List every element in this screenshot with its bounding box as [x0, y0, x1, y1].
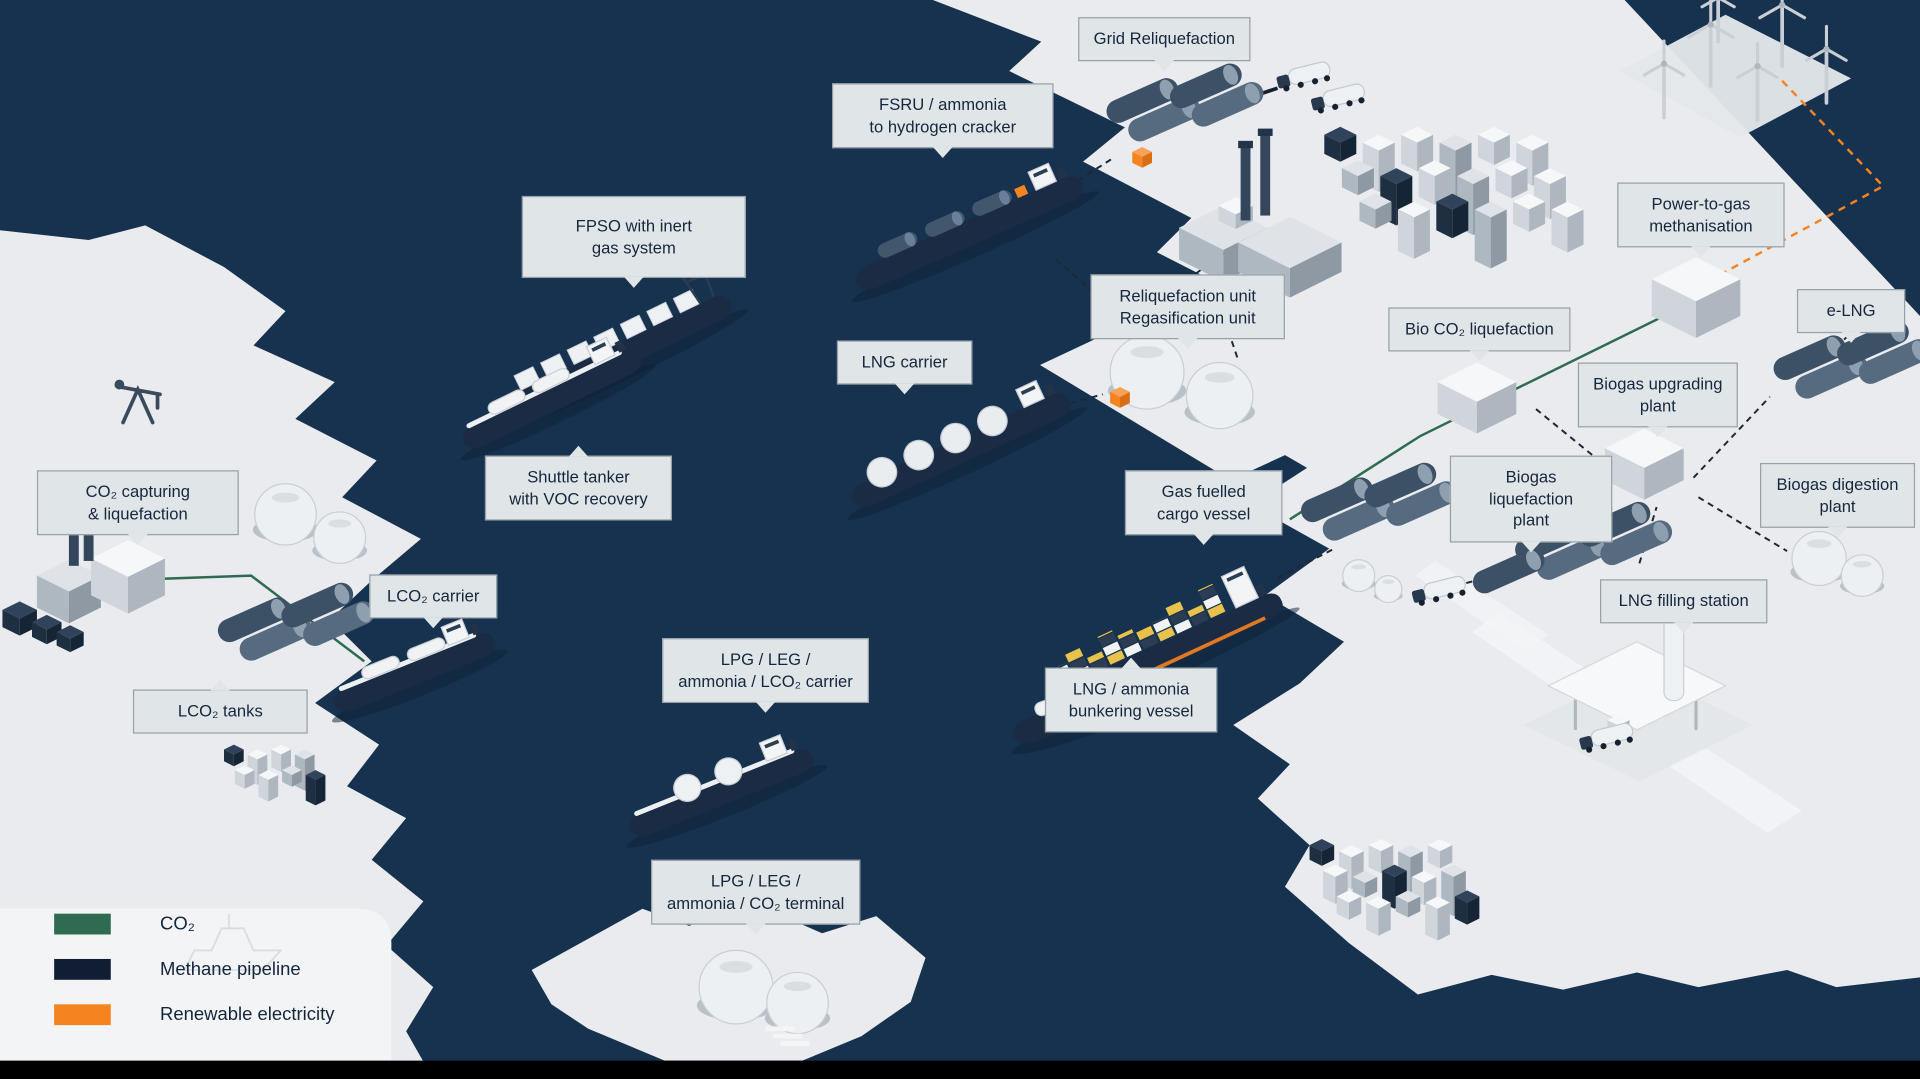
lng-carrier-vessel: [847, 379, 1087, 521]
callout-lco2-carrier: LCO₂ carrier: [369, 574, 498, 628]
wind-island: [1619, 14, 1852, 138]
legend-item-co2: CO₂: [54, 913, 334, 935]
legend-label-renewable: Renewable electricity: [160, 1004, 335, 1026]
legend-label-co2: CO₂: [160, 913, 195, 935]
callout-lng-filling-station: LNG filling station: [1600, 579, 1768, 632]
legend: CO₂ Methane pipeline Renewable electrici…: [54, 913, 335, 1050]
callout-lpg-terminal: LPG / LEG / ammonia / CO₂ terminal: [651, 859, 861, 935]
callout-co2-capturing: CO₂ capturing & liquefaction: [36, 470, 239, 546]
legend-item-renewable: Renewable electricity: [54, 1004, 335, 1026]
callout-fsru-ammonia-cracker: FSRU / ammonia to hydrogen cracker: [832, 83, 1054, 159]
callout-bio-co2-liquefaction: Bio CO₂ liquefaction: [1388, 307, 1571, 361]
callout-lco2-tanks: LCO₂ tanks: [132, 679, 308, 734]
callout-gas-fuelled-cargo: Gas fuelled cargo vessel: [1124, 470, 1283, 546]
legend-swatch-co2: [54, 913, 111, 935]
legend-swatch-methane: [54, 958, 111, 980]
facilities-layer: [2, 0, 1920, 1046]
callout-shuttle-tanker: Shuttle tanker with VOC recovery: [484, 445, 673, 521]
legend-swatch-renewable: [54, 1004, 111, 1026]
callout-grid-reliquefaction: Grid Reliquefaction: [1078, 17, 1251, 70]
callout-reliquefaction-regasification: Reliquefaction unit Regasification unit: [1090, 274, 1285, 350]
callout-biogas-liquefaction: Biogas liquefaction plant: [1449, 455, 1613, 552]
lpg-carrier-vessel: [626, 734, 828, 848]
land-left: [0, 225, 434, 1079]
callout-lng-carrier: LNG carrier: [836, 340, 973, 394]
shuttle-tanker-vessel: [460, 336, 656, 461]
lco2-carrier-vessel: [331, 618, 508, 723]
legend-label-methane: Methane pipeline: [160, 958, 301, 980]
callout-power-to-gas: Power-to-gas methanisation: [1617, 182, 1785, 258]
callout-fpso: FPSO with inert gas system: [521, 195, 746, 289]
legend-item-methane: Methane pipeline: [54, 958, 334, 980]
fsru-vessel: [851, 162, 1099, 303]
callout-biogas-digestion: Biogas digestion plant: [1760, 462, 1916, 538]
bottom-bar: [0, 1060, 1920, 1079]
callout-e-lng: e-LNG: [1796, 289, 1906, 342]
callout-lng-bunkering: LNG / ammonia bunkering vessel: [1044, 657, 1218, 733]
callout-lpg-leg-carrier: LPG / LEG / ammonia / LCO₂ carrier: [662, 638, 869, 714]
callout-biogas-upgrading: Biogas upgrading plant: [1577, 362, 1738, 438]
